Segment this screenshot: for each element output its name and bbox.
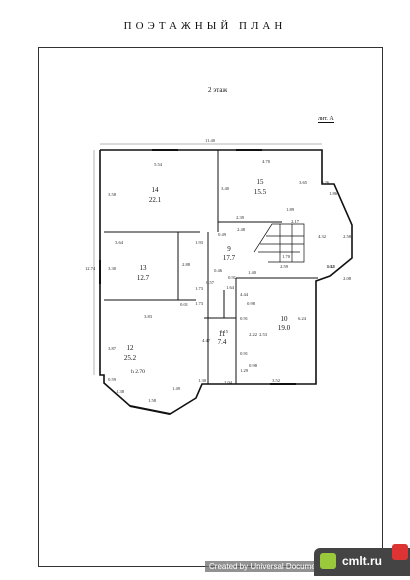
dim-label: 0.91 [228, 275, 236, 280]
dim-label: 2.17 [291, 219, 300, 224]
dim-label: 1.73 [195, 301, 204, 306]
dim-label: 0.01 [180, 302, 188, 307]
dim-label: 2.04 [224, 380, 233, 385]
room-13-number: 13 [140, 264, 148, 272]
dim-label: 0.26 [321, 180, 330, 185]
dim-label: 0.57 [206, 280, 215, 285]
dim-label: 4.44 [240, 292, 249, 297]
dim-label: 2.22 [249, 332, 257, 337]
dim-label: 4.32 [318, 234, 326, 239]
dim-label: 1.38 [116, 389, 125, 394]
dim-label: 3.40 [221, 186, 230, 191]
dim-label: 3.83 [144, 314, 153, 319]
dim-label: 3.87 [108, 346, 117, 351]
dim-label: 0.91 [240, 316, 248, 321]
dim-label: 12.74 [85, 266, 96, 271]
room-10-area: 19.0 [278, 324, 291, 332]
dim-label: 4.47 [202, 338, 211, 343]
dim-label: 3.30 [108, 266, 117, 271]
room-9-area: 17.7 [223, 254, 236, 262]
dim-label: 0.46 [214, 268, 223, 273]
dim-label: 0.49 [218, 232, 227, 237]
room-9-number: 9 [227, 245, 231, 253]
dim-label: 3.64 [115, 240, 124, 245]
dim-label: 5.54 [154, 162, 163, 167]
room-labels: 14 22.1 15 15.5 9 17.7 13 12.7 10 19.0 1… [124, 178, 291, 375]
dim-label: 2.48 [237, 227, 246, 232]
dim-label: 2.59 [280, 264, 289, 269]
exterior-walls [99, 149, 353, 415]
room-12-area: 25.2 [124, 354, 137, 362]
dim-label: 2.08 [343, 276, 352, 281]
dim-label: 3.52 [272, 378, 280, 383]
dimension-lines [93, 143, 322, 375]
dim-label: 2.39 [236, 215, 245, 220]
dim-label: 1.58 [148, 398, 157, 403]
dim-label: 1.40 [248, 270, 257, 275]
room-15-number: 15 [257, 178, 265, 186]
dim-label: 0.59 [108, 377, 117, 382]
floor-label: 2 этаж [208, 86, 228, 94]
dim-label: 3.58 [108, 192, 117, 197]
logo-text: cmlt.ru [342, 554, 383, 568]
dim-label: 2.53 [259, 332, 268, 337]
dim-label: 4.70 [262, 159, 271, 164]
dim-label: 0.98 [247, 301, 256, 306]
dim-label: 1.64 [226, 285, 235, 290]
dim-label: 1.62 [326, 264, 334, 269]
dimension-labels: 11.40 5.54 4.70 3.58 3.40 3.65 0.26 2.39… [85, 138, 352, 403]
dim-label: 0.91 [240, 351, 248, 356]
windows [99, 149, 296, 415]
dim-label: 3.65 [299, 180, 308, 185]
dim-label: 11.40 [205, 138, 216, 143]
dim-label: 1.49 [172, 386, 181, 391]
dim-label: 1.89 [286, 207, 295, 212]
dim-label: 1.70 [282, 254, 291, 259]
dim-label: 6.24 [298, 316, 307, 321]
dim-label: 1.10 [327, 264, 336, 269]
dim-label: 2.58 [343, 234, 352, 239]
logo-icon [320, 553, 336, 569]
room-14-number: 14 [152, 186, 160, 194]
ceiling-height: h 2.70 [131, 369, 145, 375]
room-13-area: 12.7 [137, 274, 150, 282]
room-12-number: 12 [127, 344, 135, 352]
plan-title: ПОЭТАЖНЫЙ ПЛАН [123, 20, 287, 32]
dim-label: 1.86 [329, 191, 338, 196]
dim-label: 0.98 [249, 363, 258, 368]
room-10-number: 10 [281, 315, 289, 323]
room-14-area: 22.1 [149, 196, 162, 204]
staircase [253, 223, 305, 263]
sheet-label: лит. А [318, 116, 334, 123]
room-11-area: 7.4 [218, 338, 227, 346]
dim-label: 2.88 [182, 262, 191, 267]
dim-label: 1.93 [195, 240, 204, 245]
room-15-area: 15.5 [254, 188, 267, 196]
dim-label: 1.30 [198, 378, 207, 383]
dim-label: 3.15 [220, 329, 229, 334]
site-logo: cmlt.ru [314, 544, 410, 576]
room-11-number: 11 [219, 330, 226, 338]
watermark-text: Created by Universal Document Converter [205, 561, 364, 572]
interior-walls [104, 150, 318, 384]
dim-label: 1.73 [195, 286, 204, 291]
dim-label: 1.29 [240, 368, 249, 373]
badge-icon [392, 544, 408, 560]
